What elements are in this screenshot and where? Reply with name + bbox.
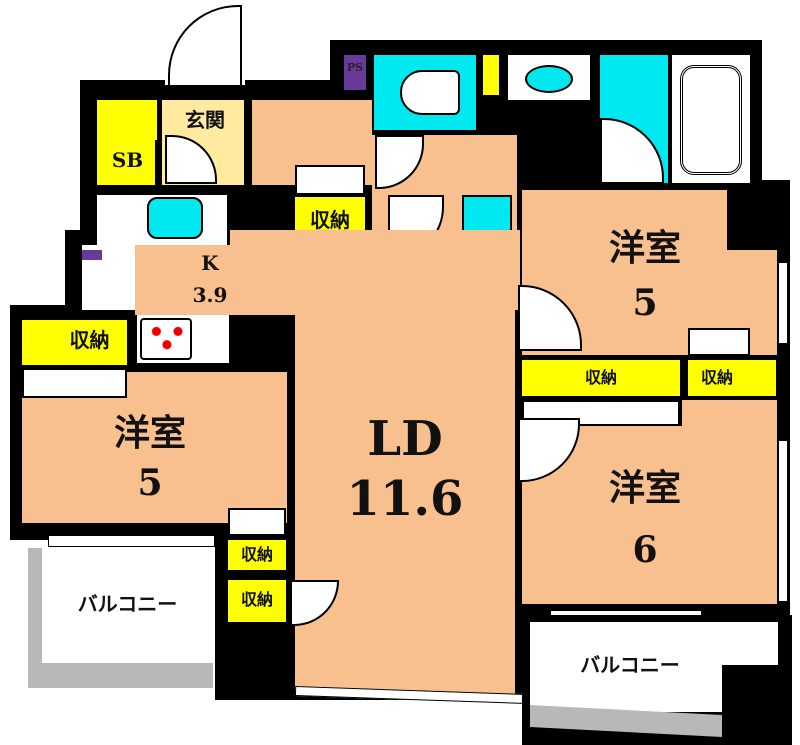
top-right-window[interactable]: [778, 262, 788, 344]
left-room-window[interactable]: [48, 535, 215, 547]
storage-stack-2: [228, 580, 286, 622]
western-top-right-label: 洋室: [608, 227, 681, 269]
western-room-left-top: [127, 372, 287, 402]
balcony-right-label: バルコニー: [580, 653, 680, 677]
entrance-label: 玄関: [185, 108, 225, 132]
storage-stack-1: [228, 540, 286, 570]
right-storage-2: [688, 360, 776, 396]
balcony-right-column: [722, 665, 782, 745]
storage-stack-2-label: 収納: [240, 590, 273, 609]
pipe-space: [344, 55, 366, 90]
western-room-bottom-right-ext: [682, 400, 777, 430]
western-top-right-size: 5: [632, 282, 658, 324]
western-bottom-right-size: 6: [632, 529, 658, 571]
left-storage-doors[interactable]: [22, 368, 127, 398]
hall-storage-doors[interactable]: [295, 165, 365, 195]
bottom-right-side-window[interactable]: [778, 440, 788, 602]
kitchen-size: 3.9: [192, 283, 228, 307]
left-room-storage-label: 収納: [69, 328, 110, 352]
top-right-closet-doors[interactable]: [688, 328, 750, 356]
ld-label: LD: [367, 411, 443, 467]
right-storage-2-label: 収納: [700, 368, 733, 387]
left-room-storage: [22, 320, 127, 365]
top-right-room-door[interactable]: [518, 285, 582, 351]
balcony-left-label: バルコニー: [77, 592, 178, 616]
balcony-left: [42, 548, 213, 663]
toilet-storage: [483, 55, 499, 95]
pipe-space-label: PS: [346, 61, 364, 74]
shoe-box-label: SB: [111, 148, 144, 172]
left-room-closet-doors[interactable]: [228, 508, 286, 536]
right-storage-1: [522, 360, 680, 396]
kitchen-label: K: [201, 251, 219, 275]
ld-size: 11.6: [346, 471, 464, 527]
right-storage-1-label: 収納: [584, 368, 617, 387]
western-left-label: 洋室: [113, 412, 186, 454]
toilet-icon: [400, 70, 460, 115]
western-room-left: [22, 398, 287, 523]
kitchen-vent: [82, 250, 102, 260]
stove-icon: [140, 318, 192, 360]
washbasin-icon: [525, 65, 573, 93]
western-left-size: 5: [137, 462, 163, 504]
hall-storage-label: 収納: [310, 208, 350, 232]
western-bottom-right-label: 洋室: [608, 467, 681, 509]
bathtub-icon: [680, 65, 742, 175]
storage-stack-1-label: 収納: [240, 545, 273, 564]
shoe-box-top: [117, 100, 157, 140]
living-dining: [295, 245, 515, 695]
sink-icon: [147, 197, 203, 239]
